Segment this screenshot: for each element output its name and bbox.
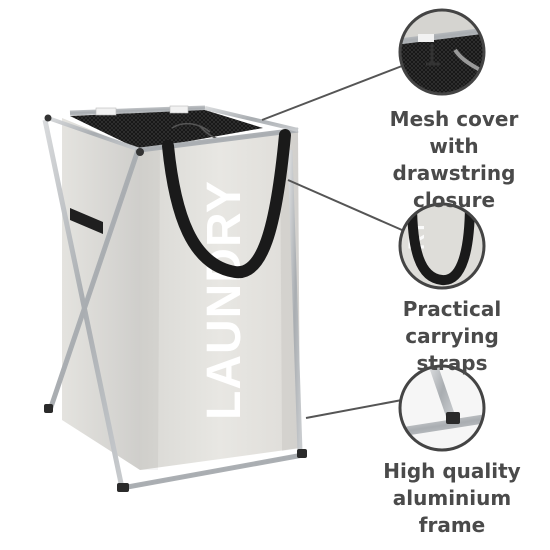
aluminium-frame-detail-icon <box>398 364 486 452</box>
frame-joint <box>44 114 52 122</box>
frame-foot <box>44 404 53 413</box>
side-handle <box>70 208 103 234</box>
mesh-cover <box>70 110 263 150</box>
callout-leader-line <box>305 399 403 419</box>
callout-leader-line <box>287 179 403 231</box>
carrying-strap-detail-icon: RY <box>398 202 486 290</box>
frame-joint <box>136 148 144 156</box>
laundry-print: LAUNDRY <box>198 180 251 420</box>
frame-clip <box>95 107 117 116</box>
aluminium-frame-label: High quality aluminium frame <box>383 459 521 537</box>
frame-top-right <box>204 106 299 132</box>
mesh-cover-label: Mesh cover with drawstring closure <box>389 107 519 212</box>
callout-leader-line <box>261 65 403 121</box>
frame-bottom-rail <box>121 452 304 491</box>
frame-leg <box>47 149 141 411</box>
mesh-cover-detail-icon <box>398 8 486 96</box>
carrying-strap <box>162 129 291 279</box>
frame-foot <box>297 449 307 458</box>
frame-leg <box>287 149 303 453</box>
side-panel <box>62 118 140 470</box>
frame-top-left <box>47 116 141 152</box>
frame-foot <box>117 483 129 492</box>
fabric-shadow <box>140 148 160 470</box>
laundry-hamper: LAUNDRY <box>42 105 307 492</box>
carrying-straps-label: Practical carrying straps <box>402 297 502 375</box>
frame-clip <box>169 105 189 114</box>
